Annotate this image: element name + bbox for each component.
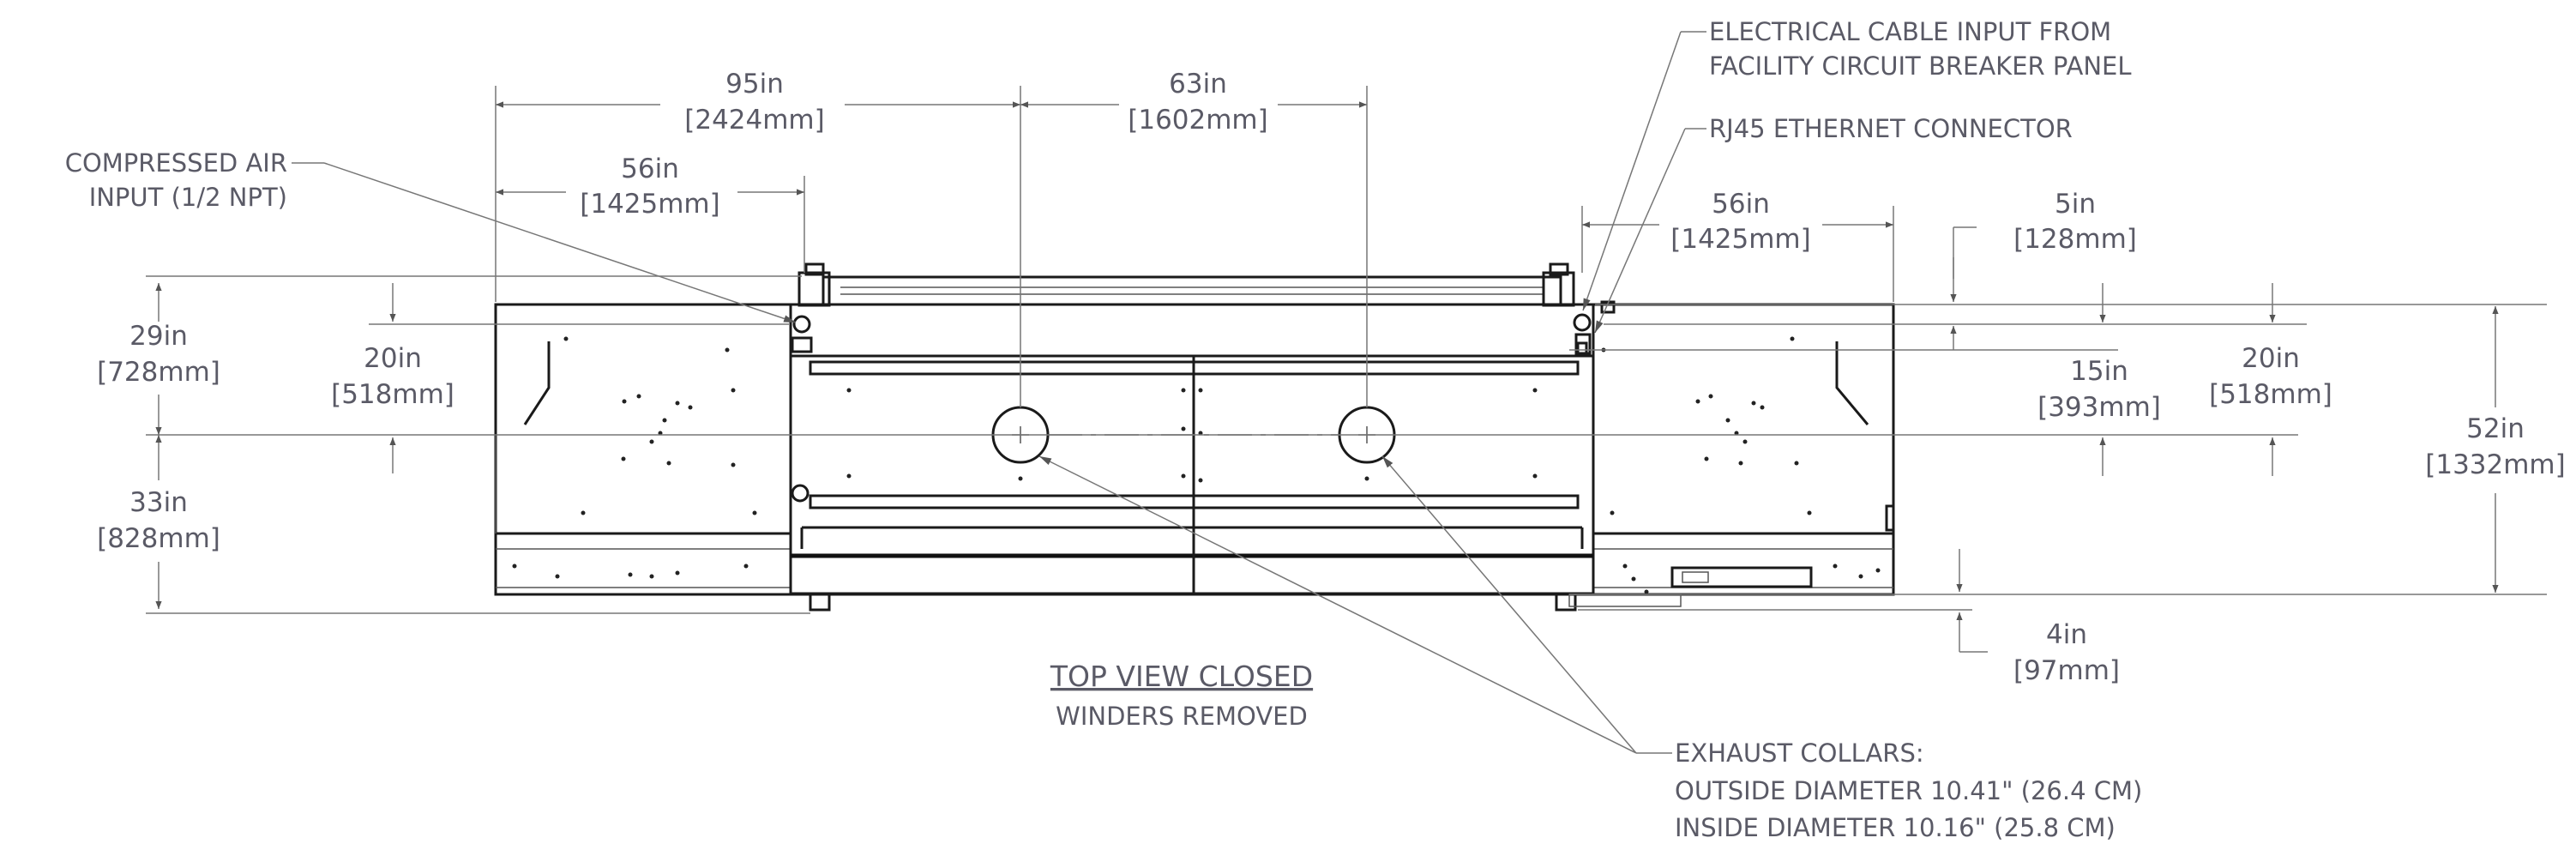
dim-left-inner-mm: [518mm] — [331, 379, 454, 410]
callout-compressed-air-line1: COMPRESSED AIR — [65, 148, 287, 178]
dim-left-inner-in: 20in — [364, 343, 422, 374]
dim-left-bottom-in: 33in — [129, 487, 188, 518]
callout-electrical-line1: ELECTRICAL CABLE INPUT FROM — [1709, 17, 2111, 46]
dim-right-top-offset-in: 5in — [2055, 189, 2096, 220]
right-wing — [1592, 303, 1895, 596]
dim-bottom-offset-in: 4in — [2046, 619, 2087, 650]
callout-exhaust-line3: INSIDE DIAMETER 10.16" (25.8 CM) — [1675, 813, 2116, 842]
dim-right-inner-a-mm: [393mm] — [2037, 392, 2161, 423]
dim-right-top-offset-mm: [128mm] — [2013, 224, 2137, 255]
view-title: TOP VIEW CLOSED — [1050, 660, 1313, 693]
dim-left-wing-in: 56in — [621, 154, 679, 184]
dim-right-inner-b-mm: [518mm] — [2209, 379, 2332, 410]
dim-right-wing-in: 56in — [1712, 189, 1770, 220]
dim-right-inner-a-in: 15in — [2070, 356, 2128, 387]
leader-lines — [292, 31, 1706, 754]
dim-overall-width-in: 95in — [725, 69, 784, 99]
dim-overall-depth-in: 52in — [2466, 413, 2525, 444]
dim-left-bottom-mm: [828mm] — [97, 523, 220, 554]
dim-left-top-in: 29in — [129, 321, 188, 352]
hardware-dots — [512, 336, 1881, 594]
callout-electrical-line2: FACILITY CIRCUIT BREAKER PANEL — [1709, 51, 2132, 81]
callout-labels: COMPRESSED AIR INPUT (1/2 NPT) ELECTRICA… — [65, 17, 2143, 842]
dimension-labels: 95in [2424mm] 63in [1602mm] 56in [1425mm… — [97, 69, 2566, 686]
view-title-block: TOP VIEW CLOSED WINDERS REMOVED — [1050, 660, 1313, 731]
dim-left-top-mm: [728mm] — [97, 357, 220, 388]
dim-overall-depth-mm: [1332mm] — [2425, 449, 2565, 480]
dim-collar-spacing-in: 63in — [1169, 69, 1227, 99]
dim-overall-width-mm: [2424mm] — [684, 105, 824, 136]
callout-exhaust-line1: EXHAUST COLLARS: — [1675, 738, 1924, 768]
callout-rj45: RJ45 ETHERNET CONNECTOR — [1709, 114, 2073, 143]
dim-right-wing-mm: [1425mm] — [1670, 224, 1810, 255]
dim-left-wing-mm: [1425mm] — [580, 189, 719, 220]
view-subtitle: WINDERS REMOVED — [1056, 702, 1308, 731]
callout-exhaust-line2: OUTSIDE DIAMETER 10.41" (26.4 CM) — [1675, 776, 2142, 805]
dimension-lines — [146, 86, 2547, 653]
dim-collar-spacing-mm: [1602mm] — [1128, 105, 1267, 136]
dim-right-inner-b-in: 20in — [2242, 343, 2300, 374]
left-wing — [494, 303, 792, 596]
center-section — [789, 262, 1682, 612]
callout-compressed-air-line2: INPUT (1/2 NPT) — [89, 183, 287, 212]
dim-bottom-offset-mm: [97mm] — [2013, 655, 2120, 686]
machine-outline — [494, 262, 1895, 612]
